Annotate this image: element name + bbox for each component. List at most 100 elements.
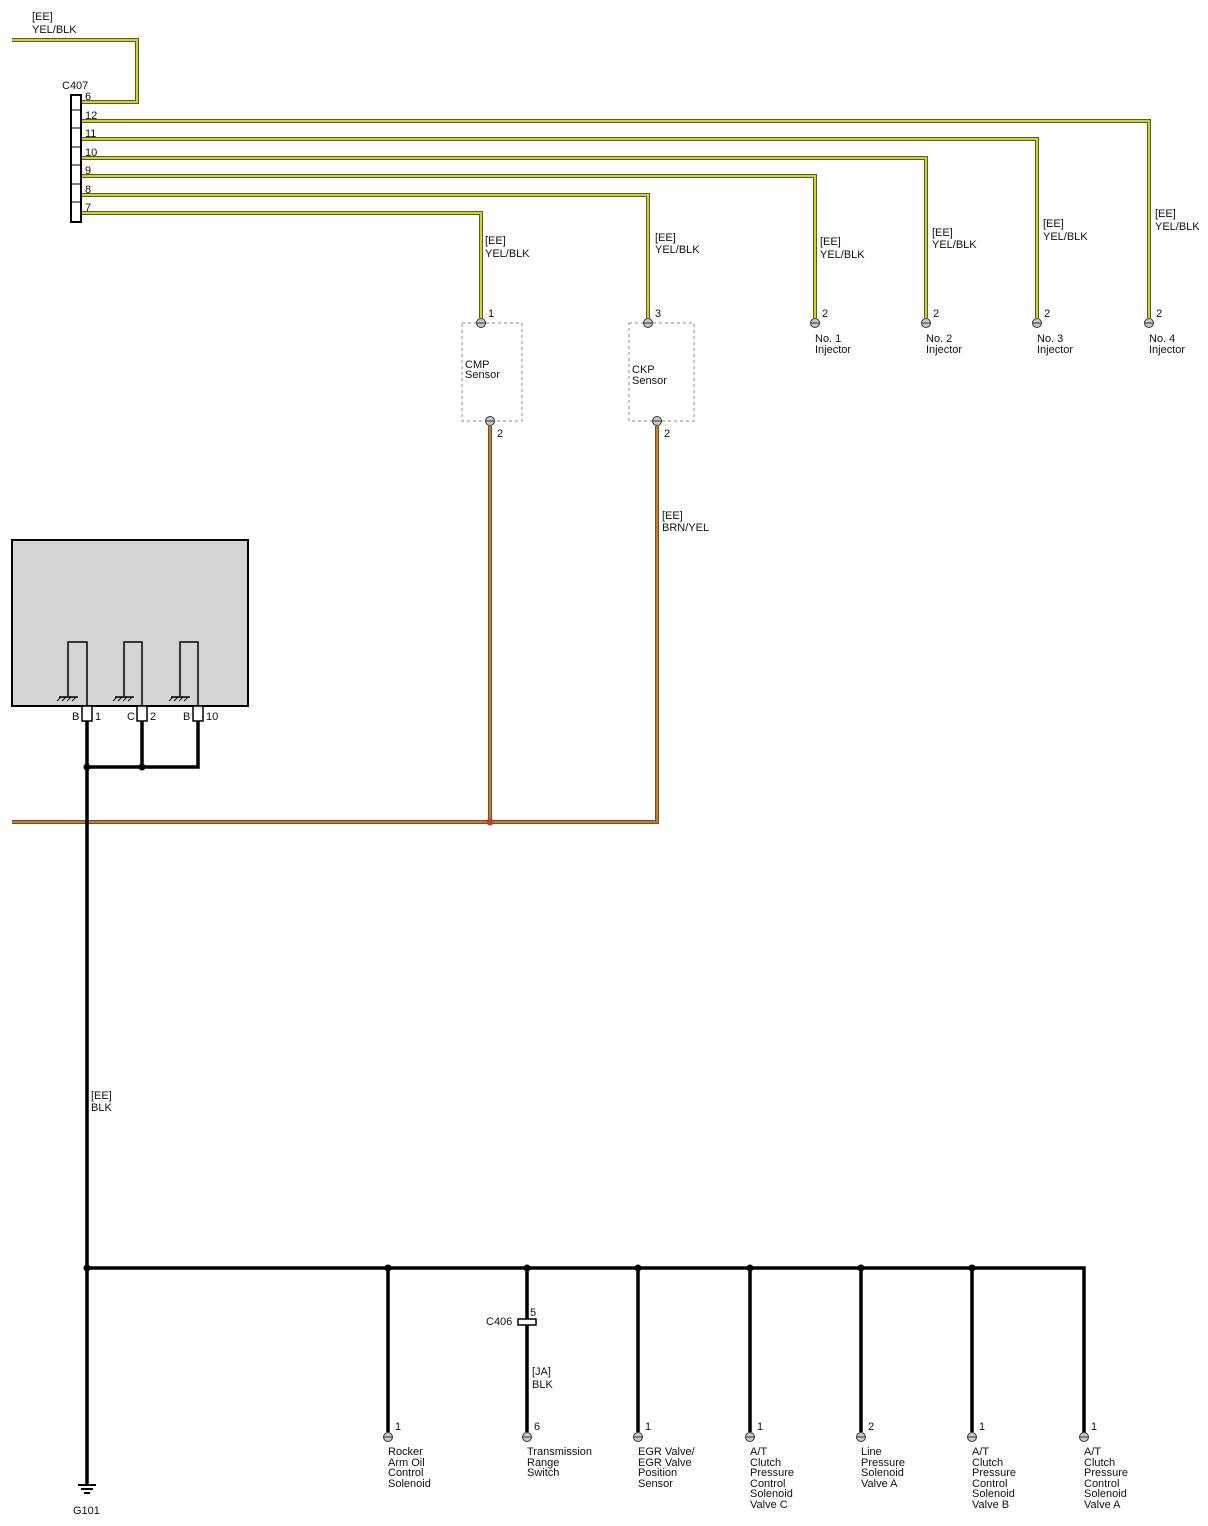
bottom-device: 1 A/T Clutch Pressure Control Solenoid V… bbox=[745, 1264, 794, 1511]
svg-text:Sensor: Sensor bbox=[638, 1478, 673, 1490]
svg-text:[EE]: [EE] bbox=[655, 232, 676, 244]
ckp-pin-top: 3 bbox=[655, 308, 661, 320]
svg-text:Solenoid: Solenoid bbox=[972, 1488, 1015, 1500]
c406-pin: 5 bbox=[530, 1307, 536, 1319]
sensor-return-wires: [EE] BRN/YEL bbox=[12, 426, 709, 826]
svg-text:1: 1 bbox=[1091, 1421, 1097, 1433]
splice-point bbox=[486, 818, 494, 826]
svg-text:Solenoid: Solenoid bbox=[388, 1478, 431, 1490]
svg-text:Range: Range bbox=[527, 1457, 559, 1469]
svg-text:1: 1 bbox=[979, 1421, 985, 1433]
svg-text:Control: Control bbox=[972, 1478, 1007, 1490]
ckp-sensor: 3 CKP Sensor 2 bbox=[628, 308, 695, 440]
svg-text:2: 2 bbox=[933, 308, 939, 320]
c407-pin: 8 bbox=[85, 184, 91, 196]
svg-text:YEL/BLK: YEL/BLK bbox=[1043, 231, 1088, 243]
injector-3: 2 No. 3 Injector bbox=[1032, 308, 1073, 356]
injector-2: 2 No. 2 Injector bbox=[921, 308, 962, 356]
svg-text:6: 6 bbox=[534, 1421, 540, 1433]
ecm-pin-num: 1 bbox=[95, 711, 101, 723]
bottom-device: 1 EGR Valve/ EGR Valve Position Sensor bbox=[633, 1264, 696, 1490]
top-wire-color: YEL/BLK bbox=[32, 24, 77, 36]
svg-text:Injector: Injector bbox=[1149, 344, 1185, 356]
ground-wiring: [EE] BLK G101 bbox=[73, 721, 1086, 1517]
svg-text:No. 1: No. 1 bbox=[815, 333, 841, 345]
svg-text:Clutch: Clutch bbox=[972, 1457, 1003, 1469]
svg-text:Transmission: Transmission bbox=[527, 1446, 592, 1458]
ecm-pin-letter: B bbox=[72, 711, 79, 723]
svg-text:Solenoid: Solenoid bbox=[750, 1488, 793, 1500]
bottom-device: 1 Rocker Arm Oil Control Solenoid bbox=[383, 1264, 431, 1490]
svg-text:[EE]: [EE] bbox=[1155, 208, 1176, 220]
svg-text:Pressure: Pressure bbox=[1084, 1467, 1128, 1479]
connector-c406: C406 5 bbox=[486, 1307, 537, 1328]
svg-text:No. 4: No. 4 bbox=[1149, 333, 1175, 345]
ecm-pin-letter: C bbox=[127, 711, 135, 723]
ecm-pin-num: 2 bbox=[150, 711, 156, 723]
svg-text:YEL/BLK: YEL/BLK bbox=[485, 248, 530, 260]
c407-pin: 11 bbox=[85, 128, 96, 140]
top-wire-labels: [EE] YEL/BLK [EE] YEL/BLK [EE] YEL/BLK [… bbox=[485, 208, 1200, 261]
ecm-ground-2 bbox=[112, 641, 143, 708]
ecm-ground-3 bbox=[168, 641, 199, 708]
bottom-device: C406 5 [JA] BLK 6 Transmission Range Swi… bbox=[486, 1264, 592, 1479]
ecm-pin-letter: B bbox=[183, 711, 190, 723]
svg-text:YEL/BLK: YEL/BLK bbox=[1155, 221, 1200, 233]
svg-text:[EE]: [EE] bbox=[485, 235, 506, 247]
svg-text:[EE]: [EE] bbox=[932, 227, 953, 239]
c407-pin: 12 bbox=[85, 110, 97, 122]
svg-text:Injector: Injector bbox=[926, 344, 962, 356]
svg-text:Clutch: Clutch bbox=[1084, 1457, 1115, 1469]
svg-text:Pressure: Pressure bbox=[861, 1457, 905, 1469]
svg-text:YEL/BLK: YEL/BLK bbox=[932, 239, 977, 251]
c406-harness: [JA] bbox=[532, 1366, 551, 1378]
bottom-device: 2 Line Pressure Solenoid Valve A bbox=[856, 1264, 905, 1490]
svg-text:[EE]: [EE] bbox=[1043, 218, 1064, 230]
svg-text:Valve B: Valve B bbox=[972, 1499, 1009, 1511]
ckp-return-color: BRN/YEL bbox=[662, 522, 709, 534]
svg-text:Rocker: Rocker bbox=[388, 1446, 423, 1458]
svg-text:EGR Valve: EGR Valve bbox=[638, 1457, 692, 1469]
svg-text:A/T: A/T bbox=[1084, 1446, 1101, 1458]
svg-text:[EE]: [EE] bbox=[820, 236, 841, 248]
svg-text:Valve C: Valve C bbox=[750, 1499, 788, 1511]
svg-text:Control: Control bbox=[750, 1478, 785, 1490]
svg-text:A/T: A/T bbox=[972, 1446, 989, 1458]
svg-text:2: 2 bbox=[1044, 308, 1050, 320]
svg-text:Switch: Switch bbox=[527, 1467, 559, 1479]
c406-label: C406 bbox=[486, 1316, 512, 1328]
bottom-device: 1 A/T Clutch Pressure Control Solenoid V… bbox=[1079, 1421, 1128, 1511]
svg-text:EGR Valve/: EGR Valve/ bbox=[638, 1446, 696, 1458]
cmp-pin-top: 1 bbox=[488, 308, 494, 320]
c407-pin: 9 bbox=[85, 165, 91, 177]
ground-wire-color: BLK bbox=[91, 1102, 112, 1114]
svg-text:YEL/BLK: YEL/BLK bbox=[820, 249, 865, 261]
svg-text:Valve A: Valve A bbox=[1084, 1499, 1121, 1511]
svg-text:Control: Control bbox=[1084, 1478, 1119, 1490]
splice-point bbox=[83, 763, 91, 771]
yel-blk-wires bbox=[12, 38, 1151, 318]
ground-symbol-icon bbox=[78, 1484, 96, 1494]
ckp-label: CKP bbox=[632, 364, 655, 376]
top-wire-harness: [EE] bbox=[32, 11, 53, 23]
svg-text:Injector: Injector bbox=[1037, 344, 1073, 356]
bottom-device: 1 A/T Clutch Pressure Control Solenoid V… bbox=[967, 1264, 1016, 1511]
injector-4: 2 No. 4 Injector bbox=[1144, 308, 1185, 356]
svg-text:Pressure: Pressure bbox=[750, 1467, 794, 1479]
cmp-label: CMP bbox=[465, 359, 489, 371]
c407-pin: 10 bbox=[85, 147, 97, 159]
svg-text:Solenoid: Solenoid bbox=[861, 1467, 904, 1479]
svg-text:2: 2 bbox=[822, 308, 828, 320]
ecm-ground-1 bbox=[56, 641, 88, 708]
svg-text:Control: Control bbox=[388, 1467, 423, 1479]
injector-1: 2 No. 1 Injector bbox=[810, 308, 851, 356]
ground-point-label: G101 bbox=[73, 1505, 100, 1517]
ecm-block: B 1 C 2 B 10 bbox=[11, 539, 249, 723]
svg-text:Injector: Injector bbox=[815, 344, 851, 356]
c406-color: BLK bbox=[532, 1379, 553, 1391]
svg-text:1: 1 bbox=[395, 1421, 401, 1433]
svg-text:Valve A: Valve A bbox=[861, 1478, 898, 1490]
connector-c407: C407 6 12 11 10 9 8 7 bbox=[62, 80, 97, 223]
ckp-return-harness: [EE] bbox=[662, 510, 683, 522]
